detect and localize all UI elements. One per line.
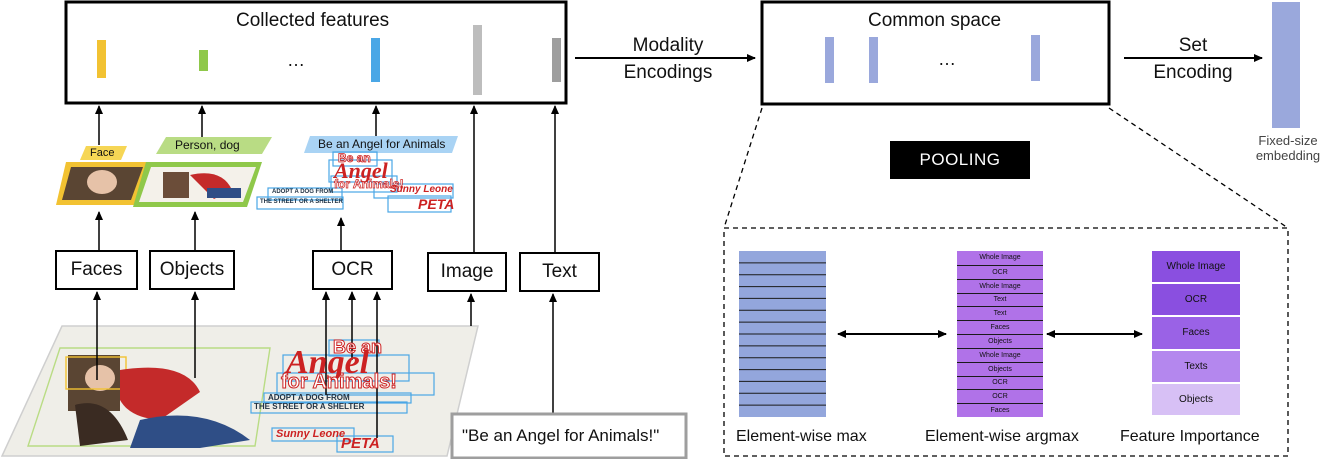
element-wise-max-caption: Element-wise max: [736, 428, 867, 445]
argmax-row: OCR: [957, 389, 1043, 403]
image-text-angel: Angel: [286, 344, 370, 381]
common-space-title: Common space: [868, 10, 1002, 31]
text-feature-bar: [552, 38, 561, 82]
common-space-bar: [825, 37, 834, 83]
text-extractor-box: Text: [519, 252, 600, 292]
input-text: "Be an Angel for Animals!": [462, 426, 660, 445]
collected-features-ellipsis: …: [287, 50, 305, 70]
ocr-thumb-for-animals: for Animals!: [334, 177, 404, 192]
argmax-row: OCR: [957, 375, 1043, 390]
fixed-size-label: Fixed-size: [1258, 133, 1318, 148]
objects-thumbnail: [133, 162, 262, 207]
common-space-bar: [869, 37, 878, 83]
ocr-thumb-be-an: Be an: [338, 151, 371, 166]
argmax-row: Objects: [957, 361, 1043, 376]
importance-row: Objects: [1152, 383, 1240, 417]
argmax-row: Objects: [957, 334, 1043, 348]
set-encoding-label: Set Encoding: [1143, 32, 1243, 86]
objects-extractor-box: Objects: [149, 250, 235, 290]
ocr-thumb-peta: PETA: [418, 196, 455, 212]
faces-extractor-box: Faces: [55, 250, 138, 290]
objects-tag: Person, dog: [175, 138, 240, 152]
feature-importance-caption: Feature Importance: [1120, 428, 1260, 445]
encoding-label: Encoding: [1153, 62, 1233, 83]
collected-feature-bars: [97, 25, 561, 95]
ocr-thumb-street: THE STREET OR A SHELTER: [260, 199, 343, 205]
element-wise-max-dividers: [739, 262, 826, 406]
modality-label: Modality: [632, 35, 704, 56]
object-feature-bar: [199, 50, 208, 71]
pooling-badge: POOLING: [890, 141, 1030, 179]
argmax-row: Whole Image: [957, 347, 1043, 362]
input-image: [0, 325, 479, 457]
ocr-detections: [256, 151, 454, 213]
face-tag-shape: [80, 146, 127, 160]
argmax-row: Whole Image: [979, 254, 1021, 262]
image-text-for-animals: for Animals!: [281, 371, 398, 394]
argmax-row: OCR: [957, 264, 1043, 279]
fixed-size-embedding-bar: [1272, 2, 1300, 128]
argmax-row: Whole Image: [957, 278, 1043, 293]
importance-row: Texts: [1152, 350, 1240, 384]
ocr-feature-bar: [371, 38, 380, 82]
collected-features-title: Collected features: [236, 10, 390, 31]
importance-row: Whole Image: [1152, 251, 1240, 285]
set-label: Set: [1178, 35, 1208, 56]
argmax-row: Text: [957, 292, 1043, 307]
modality-encodings-label: Modality Encodings: [618, 32, 718, 86]
embedding-label: embedding: [1255, 148, 1321, 163]
argmax-row: Text: [957, 306, 1043, 320]
ocr-tag: Be an Angel for Animals: [318, 137, 446, 151]
importance-row: OCR: [1152, 284, 1240, 318]
common-space-bars: [825, 35, 1040, 83]
text-input-box: [450, 412, 688, 459]
image-text-be-an: Be an: [332, 337, 383, 358]
zoom-line-left: [723, 107, 763, 229]
common-space-bar: [1031, 35, 1040, 81]
ocr-tag-shape: [304, 136, 458, 153]
objects-tag-shape: [156, 137, 272, 154]
image-text-street: THE STREET OR A SHELTER: [254, 402, 365, 411]
common-space-ellipsis: …: [938, 49, 956, 69]
encodings-label: Encodings: [623, 62, 713, 83]
image-text-peta: PETA: [341, 435, 380, 452]
face-thumbnail: [56, 162, 150, 205]
image-feature-bar: [473, 25, 482, 95]
argmax-row: Faces: [957, 320, 1043, 334]
fixed-size-embedding-label: Fixed-size embedding: [1248, 133, 1328, 163]
ocr-thumb-angel: Angel: [334, 158, 388, 183]
image-text-sunny: Sunny Leone: [276, 428, 346, 440]
image-text-adopt: ADOPT A DOG FROM: [268, 393, 350, 402]
face-tag: Face: [90, 147, 115, 159]
zoom-line-right: [1108, 107, 1289, 229]
importance-row: Faces: [1152, 317, 1240, 351]
pooling-detail-panel: [723, 227, 1289, 457]
ocr-thumb-adopt: ADOPT A DOG FROM: [272, 189, 334, 195]
element-wise-argmax-caption: Element-wise argmax: [925, 428, 1079, 445]
ocr-thumb-sunny: Sunny Leone: [390, 184, 453, 195]
argmax-row: Faces: [957, 403, 1043, 417]
ocr-extractor-box: OCR: [312, 250, 393, 290]
common-space-box: [760, 0, 1111, 106]
image-extractor-box: Image: [427, 252, 507, 292]
face-feature-bar: [97, 40, 106, 78]
collected-features-box: [64, 0, 568, 105]
